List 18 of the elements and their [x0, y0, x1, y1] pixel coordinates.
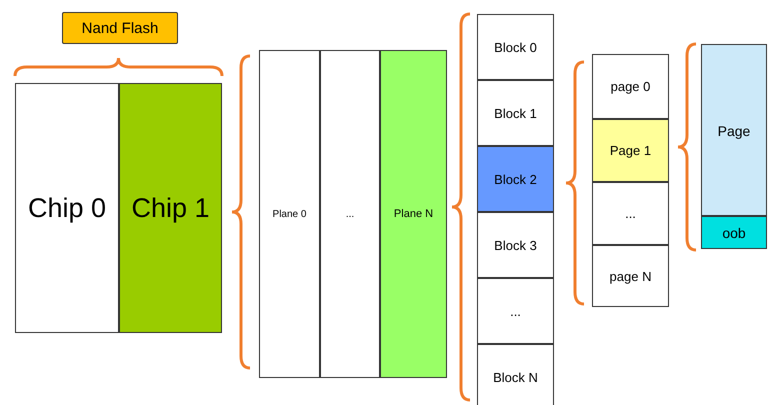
page-row: page 0: [592, 54, 669, 119]
plane-column: ...: [320, 50, 380, 378]
chip-block: Chip 1: [119, 83, 222, 333]
block-row: Block 1: [477, 80, 554, 146]
chip-block: Chip 0: [15, 83, 119, 333]
block-row: Block 0: [477, 14, 554, 80]
plane-column: Plane N: [380, 50, 447, 378]
page-row: page N: [592, 245, 669, 307]
block-row: Block 3: [477, 212, 554, 278]
page-data-area: Page: [701, 44, 767, 216]
block-row: Block N: [477, 344, 554, 405]
page-row: ...: [592, 182, 669, 245]
plane-column: Plane 0: [259, 50, 320, 378]
oob-area: oob: [701, 216, 767, 249]
block-row: ...: [477, 278, 554, 344]
page-row: Page 1: [592, 119, 669, 182]
block-row: Block 2: [477, 146, 554, 212]
title-tag: Nand Flash: [62, 12, 178, 44]
